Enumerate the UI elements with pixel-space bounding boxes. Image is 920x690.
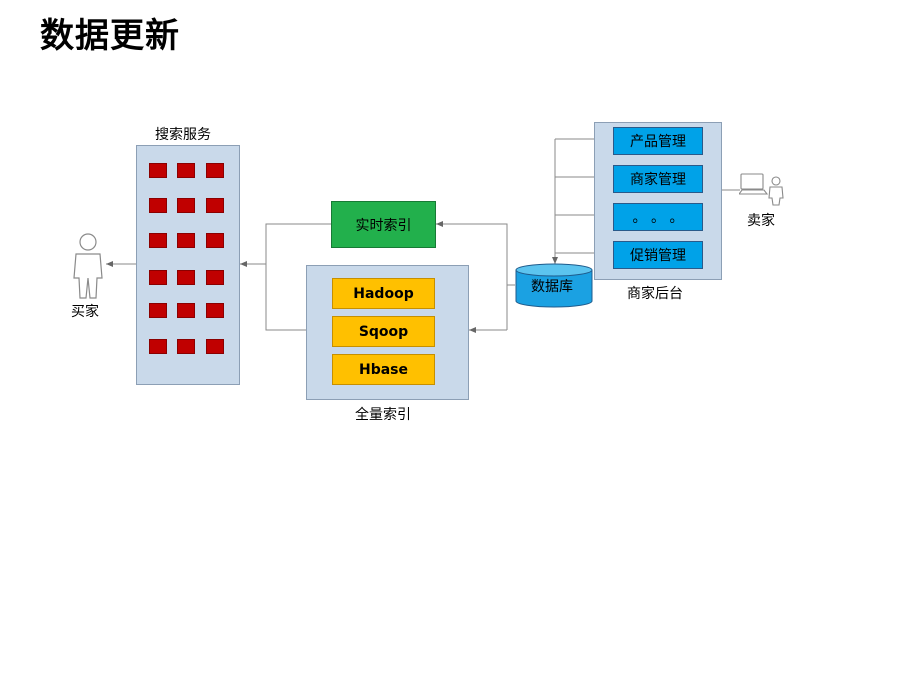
server-block [177, 303, 195, 318]
database-label: 数据库 [531, 279, 573, 295]
person-icon [73, 233, 103, 299]
realtime-index-label: 实时索引 [355, 217, 412, 234]
link-database-to-realtime [436, 221, 508, 330]
ellipsis-label: 。 。 。 [632, 210, 684, 226]
full-index-label: 全量索引 [355, 407, 411, 423]
hadoop-label: Hadoop [353, 285, 414, 302]
server-block [149, 163, 167, 178]
sqoop-label: Sqoop [358, 323, 409, 340]
server-block [206, 339, 224, 354]
merchant-mgmt-label: 商家管理 [630, 172, 686, 188]
search-service-server [136, 145, 240, 385]
full-index-panel: Hadoop Sqoop Hbase [306, 265, 469, 400]
backend-item-ellipsis: 。 。 。 [613, 203, 703, 231]
link-realtime-to-search [265, 223, 331, 331]
hbase-label: Hbase [358, 361, 408, 378]
server-block [177, 198, 195, 213]
buyer-label: 买家 [71, 304, 99, 320]
realtime-index-box: 实时索引 [331, 201, 436, 248]
server-block [206, 270, 224, 285]
database-cylinder-icon [515, 263, 593, 308]
full-index-item-sqoop: Sqoop [332, 316, 435, 347]
server-block [206, 303, 224, 318]
server-block [206, 163, 224, 178]
promotion-mgmt-label: 促销管理 [630, 248, 686, 264]
server-block [149, 303, 167, 318]
full-index-item-hadoop: Hadoop [332, 278, 435, 309]
server-block [177, 163, 195, 178]
computer-user-icon [739, 173, 784, 206]
merchant-backend-label: 商家后台 [627, 286, 683, 302]
full-index-item-hbase: Hbase [332, 354, 435, 385]
backend-item-product: 产品管理 [613, 127, 703, 155]
server-block [149, 270, 167, 285]
server-block [149, 233, 167, 248]
server-block [177, 270, 195, 285]
page-title: 数据更新 [40, 16, 180, 56]
server-block [149, 198, 167, 213]
server-block [177, 233, 195, 248]
server-block [149, 339, 167, 354]
backend-item-merchant: 商家管理 [613, 165, 703, 193]
seller-label: 卖家 [747, 213, 775, 229]
backend-item-promotion: 促销管理 [613, 241, 703, 269]
product-mgmt-label: 产品管理 [630, 134, 686, 150]
merchant-backend-panel: 产品管理 商家管理 。 。 。 促销管理 [594, 122, 722, 280]
server-block [206, 233, 224, 248]
server-block [206, 198, 224, 213]
search-service-label: 搜索服务 [155, 127, 211, 143]
server-block [177, 339, 195, 354]
